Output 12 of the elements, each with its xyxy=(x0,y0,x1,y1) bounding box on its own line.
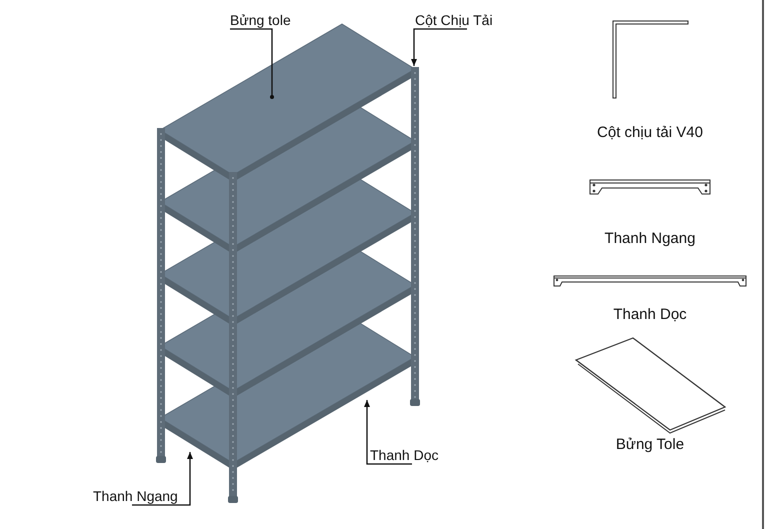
leader-line xyxy=(230,28,274,99)
part-label: Cột Chịu Tải xyxy=(415,11,494,29)
part-label: Thanh Ngang xyxy=(93,487,179,505)
part-caption: Cột chịu tải V40 xyxy=(597,124,703,142)
part-label: Bửng tole xyxy=(230,11,292,29)
part-caption: Thanh Ngang xyxy=(604,230,696,248)
part-label: Thanh Dọc xyxy=(370,446,440,464)
leader-line xyxy=(132,452,193,506)
part-caption: Bửng Tole xyxy=(616,436,684,454)
leader-line xyxy=(411,28,467,66)
leader-line xyxy=(364,400,412,465)
part-caption: Thanh Dọc xyxy=(613,306,687,324)
